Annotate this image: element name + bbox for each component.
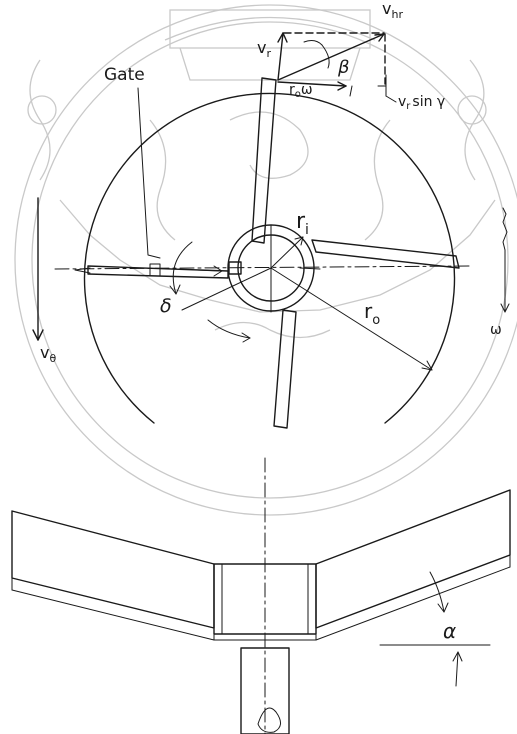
shaft (240, 647, 290, 734)
delta-arrow (207, 319, 251, 339)
vr-arrow (277, 32, 284, 81)
gate-block (149, 263, 161, 277)
vane-top (251, 77, 277, 244)
vane-left (74, 265, 229, 279)
v-theta-indicator (32, 197, 44, 341)
gate-label: Gate (104, 65, 145, 85)
omega-label: ω (490, 322, 502, 338)
gate-leader-line (137, 87, 161, 259)
v-theta-label: vθ (40, 343, 56, 365)
beta-arc-upper (303, 40, 323, 46)
alpha-arrow-lower (455, 651, 459, 687)
vr-label: vr (257, 38, 271, 60)
horizontal-centerline (54, 265, 471, 270)
disc-side-view: α (11, 457, 511, 734)
delta-ray (181, 267, 272, 311)
beta-label: β (337, 57, 350, 78)
delta-label: δ (160, 295, 172, 317)
ro-label: ro (364, 299, 380, 328)
vane-bottom (273, 309, 297, 429)
inner-radius-line (270, 236, 304, 269)
velocity-triangle (277, 32, 397, 103)
left-wing (11, 510, 215, 629)
vane-right (311, 239, 460, 269)
disc-top-view (54, 77, 471, 429)
beta-arc (321, 44, 330, 69)
delta-arc (172, 241, 193, 295)
alpha-label: α (443, 619, 456, 643)
hub-block (213, 563, 317, 635)
disc-outer-rim (83, 92, 456, 424)
vhr-label: vhr (382, 0, 403, 21)
r0omega-arrow (277, 81, 347, 87)
watermark-seal (14, 4, 517, 516)
ri-label: ri (296, 209, 309, 238)
omega-indicator (500, 207, 510, 313)
r0-omega-label: roω (289, 82, 313, 100)
vhr-arrow (277, 33, 385, 81)
outer-radius-line (270, 267, 433, 371)
alpha-arrow-upper (429, 571, 445, 613)
small-tip-arrow (349, 85, 353, 97)
shaft-break (257, 707, 281, 733)
hub-slot (228, 261, 242, 275)
right-wing (315, 489, 511, 629)
